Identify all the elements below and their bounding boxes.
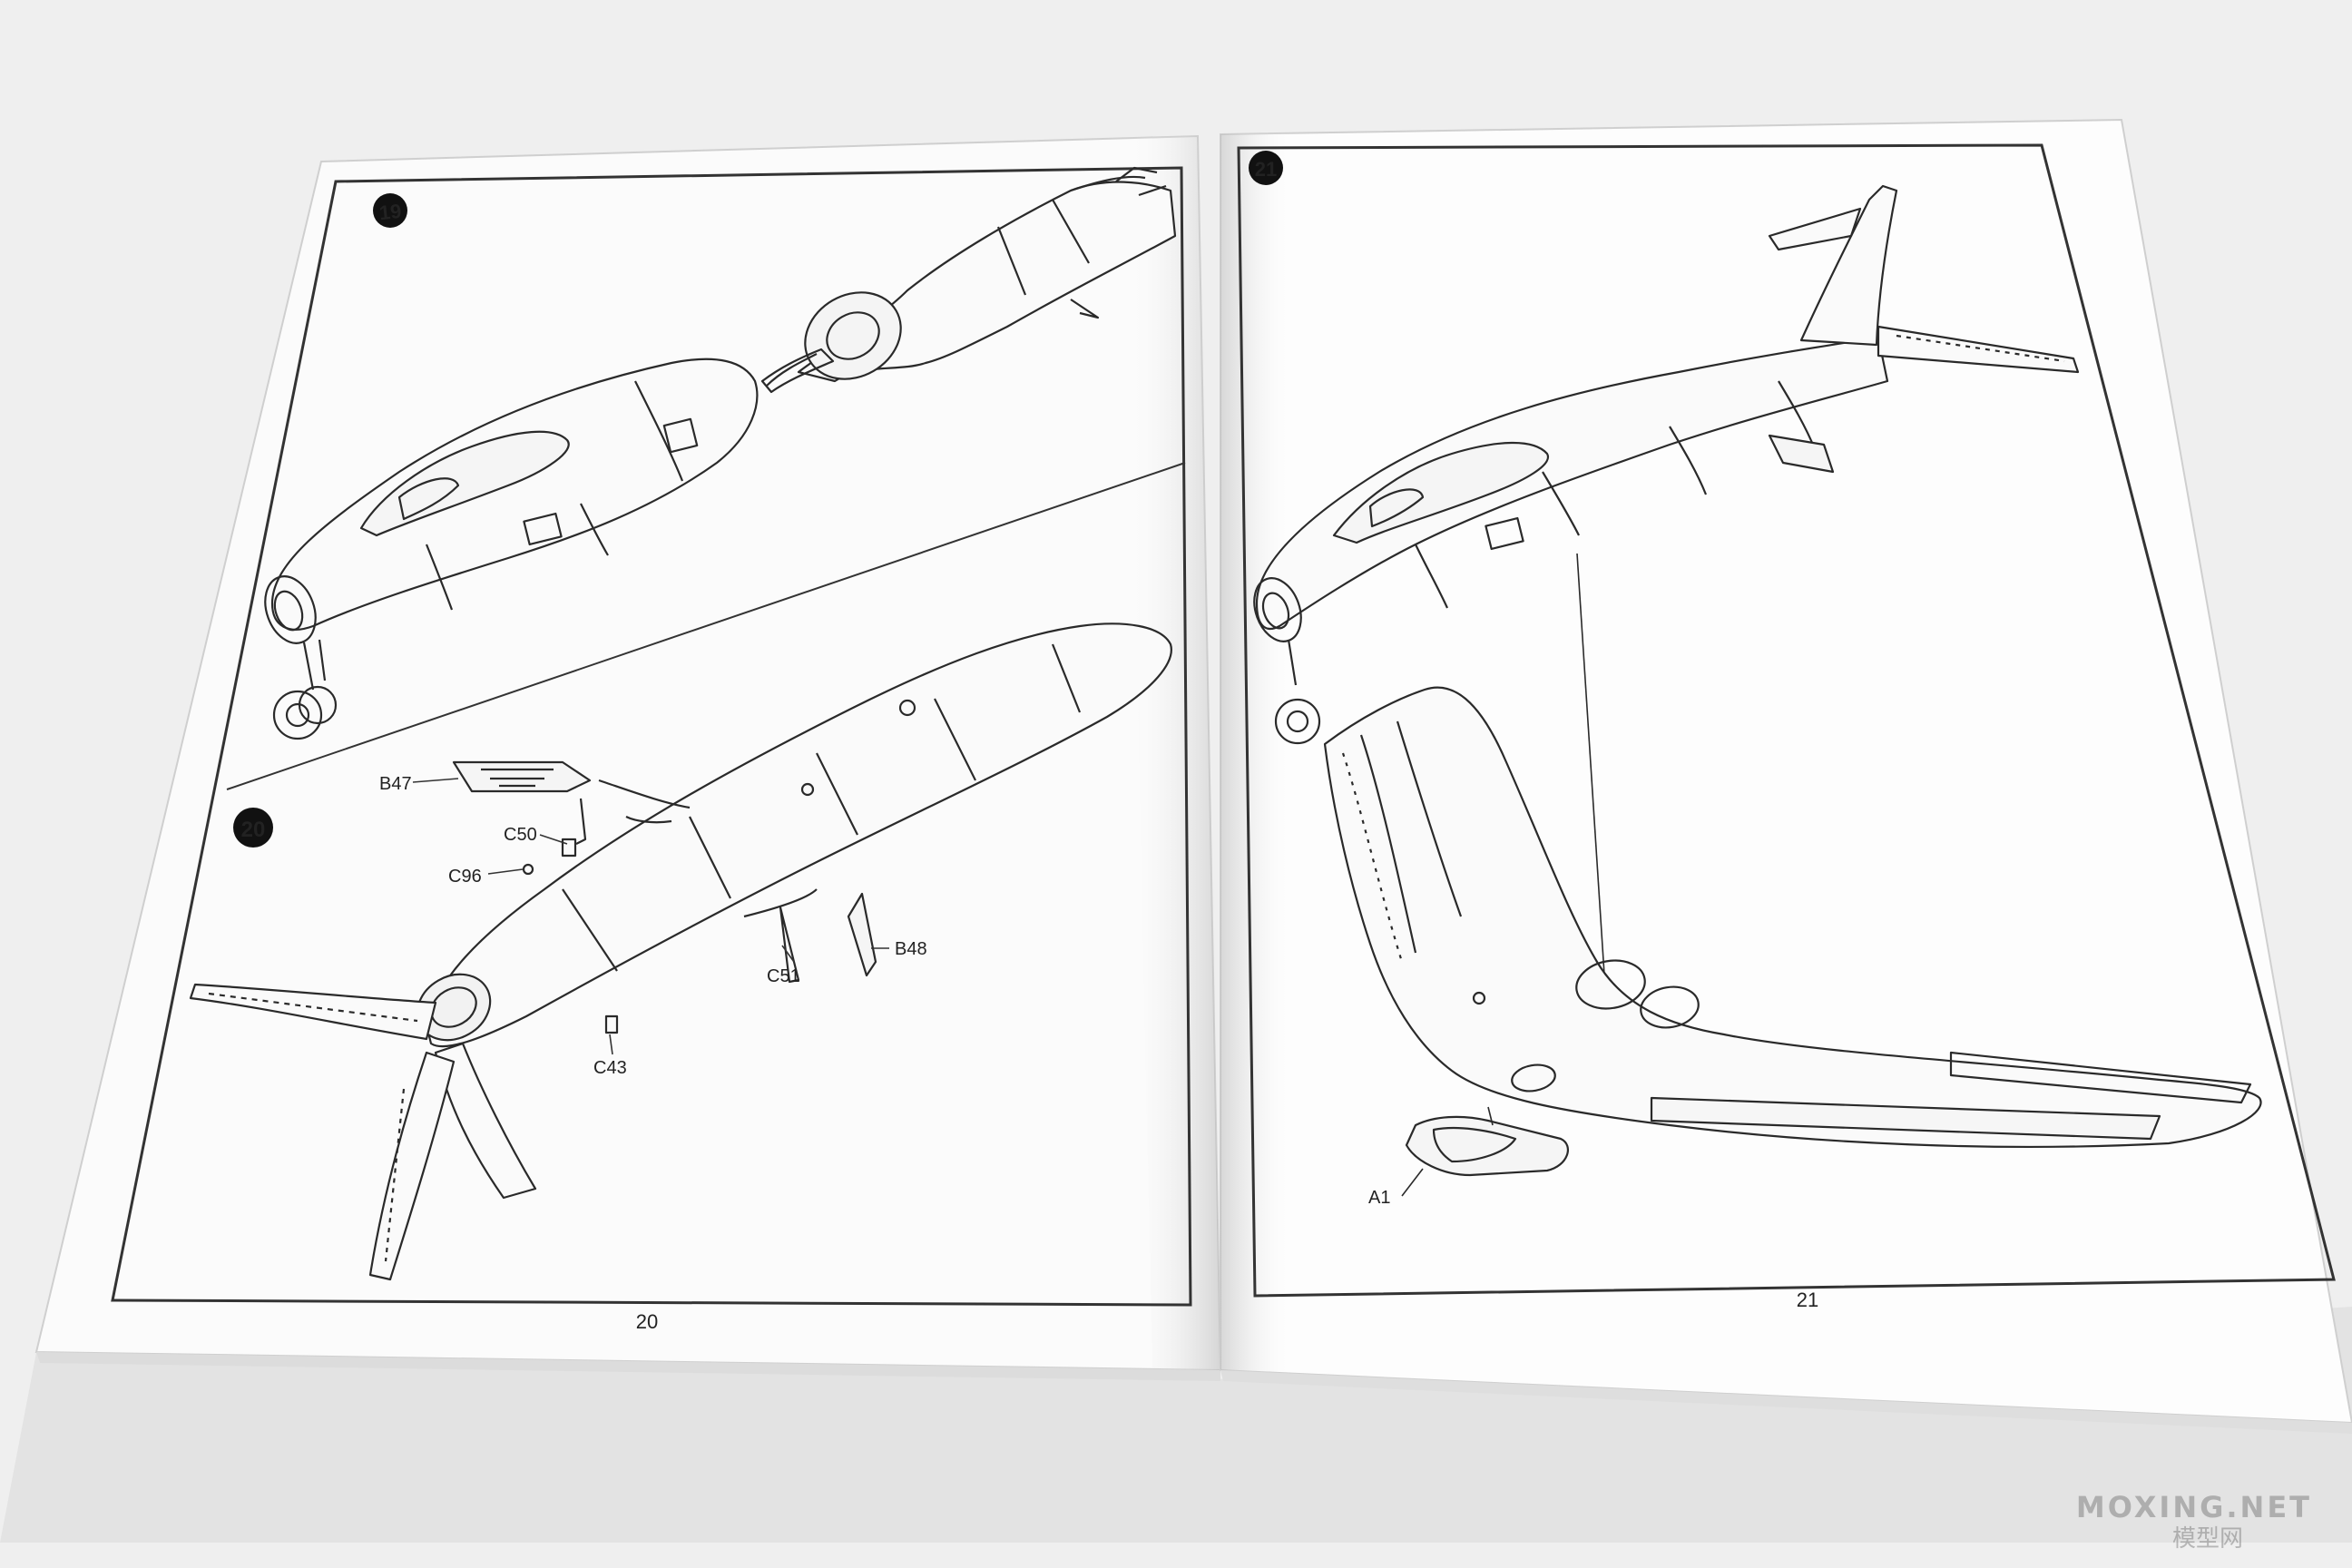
watermark-site: MOXING.NET	[2075, 1490, 2312, 1524]
step-20-number: 20	[241, 818, 266, 842]
step-20-leaders	[412, 778, 889, 1055]
part-label: C50	[504, 825, 537, 845]
step-20-badge: 20	[233, 808, 273, 848]
left-page	[34, 134, 1222, 1381]
part-label: A1	[1368, 1188, 1390, 1208]
step-19-illustration	[264, 166, 1177, 740]
page-number-right: 21	[1797, 1289, 1818, 1311]
part-label: B47	[379, 774, 412, 794]
part-label: B48	[895, 939, 927, 959]
step-19-badge: 19	[373, 193, 407, 228]
part-label: C96	[448, 867, 482, 887]
step-20-illustration	[189, 622, 1172, 1281]
step-21-illustration	[1253, 184, 2262, 1197]
page-number-left: 20	[636, 1310, 658, 1333]
step-21-badge: 21	[1249, 151, 1283, 185]
watermark-site-cn: 模型网	[2171, 1525, 2243, 1553]
step-19-number: 19	[378, 200, 403, 224]
step-21-number: 21	[1255, 158, 1277, 181]
part-label: C43	[593, 1058, 627, 1078]
part-label: C51	[767, 966, 800, 986]
